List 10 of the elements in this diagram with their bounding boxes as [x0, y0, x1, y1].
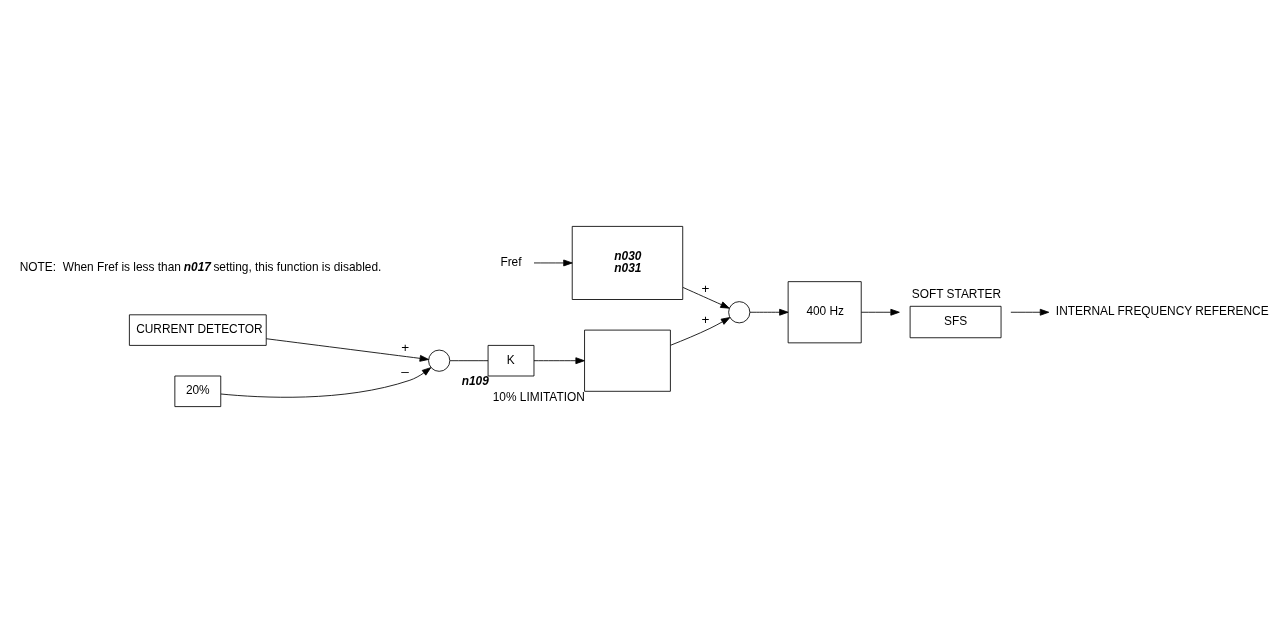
label: NOTE: When Fref is less than n017 setting, this function is disabled.	[19, 260, 382, 275]
edge-label: +	[701, 280, 710, 296]
edge-label: –	[401, 363, 409, 379]
edge-label: +	[701, 311, 710, 327]
node-label: n109	[461, 373, 489, 388]
node-text: Fref	[500, 255, 522, 270]
node-label: SOFT STARTER	[911, 286, 1001, 301]
node-text: INTERNAL FREQUENCY REFERENCE	[1055, 304, 1269, 319]
edge-label: +	[401, 340, 410, 356]
node-label: 10% LIMITATION	[492, 389, 585, 404]
